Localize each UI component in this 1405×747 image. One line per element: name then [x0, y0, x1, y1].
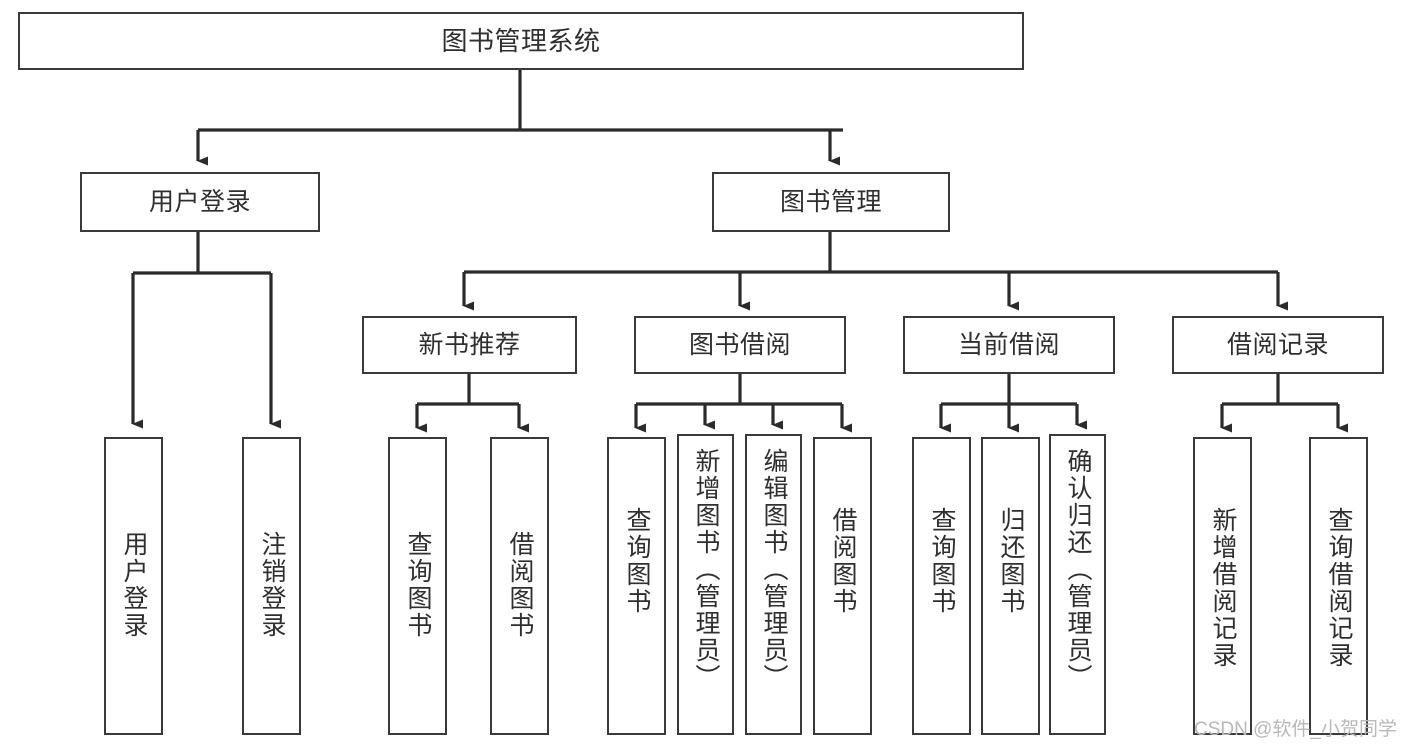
node-label: 新增图书（管理员）: [692, 448, 720, 691]
node-label: 用户登录: [120, 531, 148, 639]
csdn-watermark: CSDN @软件_小贺同学: [1194, 719, 1397, 740]
node-new-book-recommend[interactable]: 新书推荐: [362, 316, 577, 374]
node-label: 当前借阅: [957, 330, 1060, 359]
node-label: 用户登录: [148, 187, 251, 216]
node-label: 图书管理: [779, 187, 882, 216]
node-leaf-query-book-current[interactable]: 查询图书: [912, 437, 971, 735]
node-label: 借阅图书: [829, 507, 857, 615]
node-label: 编辑图书（管理员）: [760, 448, 788, 691]
node-label: 查询借阅记录: [1325, 507, 1353, 669]
node-current-borrow[interactable]: 当前借阅: [903, 316, 1115, 374]
node-label: 借阅记录: [1226, 330, 1329, 359]
node-book-borrow[interactable]: 图书借阅: [634, 316, 846, 374]
node-label: 图书借阅: [688, 330, 791, 359]
node-label: 图书管理系统: [441, 25, 601, 56]
node-leaf-borrow-book-borrow[interactable]: 借阅图书: [813, 437, 872, 735]
node-label: 新增借阅记录: [1209, 507, 1237, 669]
node-leaf-borrow-book-recommend[interactable]: 借阅图书: [490, 437, 549, 735]
node-leaf-user-login[interactable]: 用户登录: [104, 437, 163, 735]
node-borrow-record[interactable]: 借阅记录: [1172, 316, 1384, 374]
node-leaf-query-book-recommend[interactable]: 查询图书: [388, 437, 447, 735]
node-leaf-add-book-admin[interactable]: 新增图书（管理员）: [677, 434, 734, 735]
node-user-login[interactable]: 用户登录: [80, 172, 320, 232]
node-leaf-return-book[interactable]: 归还图书: [981, 437, 1040, 735]
node-label: 查询图书: [623, 507, 651, 615]
node-leaf-query-book-borrow[interactable]: 查询图书: [607, 437, 666, 735]
node-book-management[interactable]: 图书管理: [712, 172, 950, 232]
node-label: 借阅图书: [506, 531, 534, 639]
node-label: 查询图书: [404, 531, 432, 639]
node-root-book-management-system[interactable]: 图书管理系统: [18, 12, 1024, 70]
node-label: 新书推荐: [418, 330, 521, 359]
node-leaf-logout-login[interactable]: 注销登录: [242, 437, 301, 735]
node-leaf-add-borrow-record[interactable]: 新增借阅记录: [1193, 437, 1252, 735]
node-label: 注销登录: [258, 531, 286, 639]
node-leaf-query-borrow-record[interactable]: 查询借阅记录: [1309, 437, 1368, 735]
node-label: 确认归还（管理员）: [1064, 448, 1092, 691]
node-label: 归还图书: [997, 507, 1025, 615]
node-leaf-confirm-return-admin[interactable]: 确认归还（管理员）: [1049, 434, 1106, 735]
node-leaf-edit-book-admin[interactable]: 编辑图书（管理员）: [745, 434, 802, 735]
node-label: 查询图书: [928, 507, 956, 615]
